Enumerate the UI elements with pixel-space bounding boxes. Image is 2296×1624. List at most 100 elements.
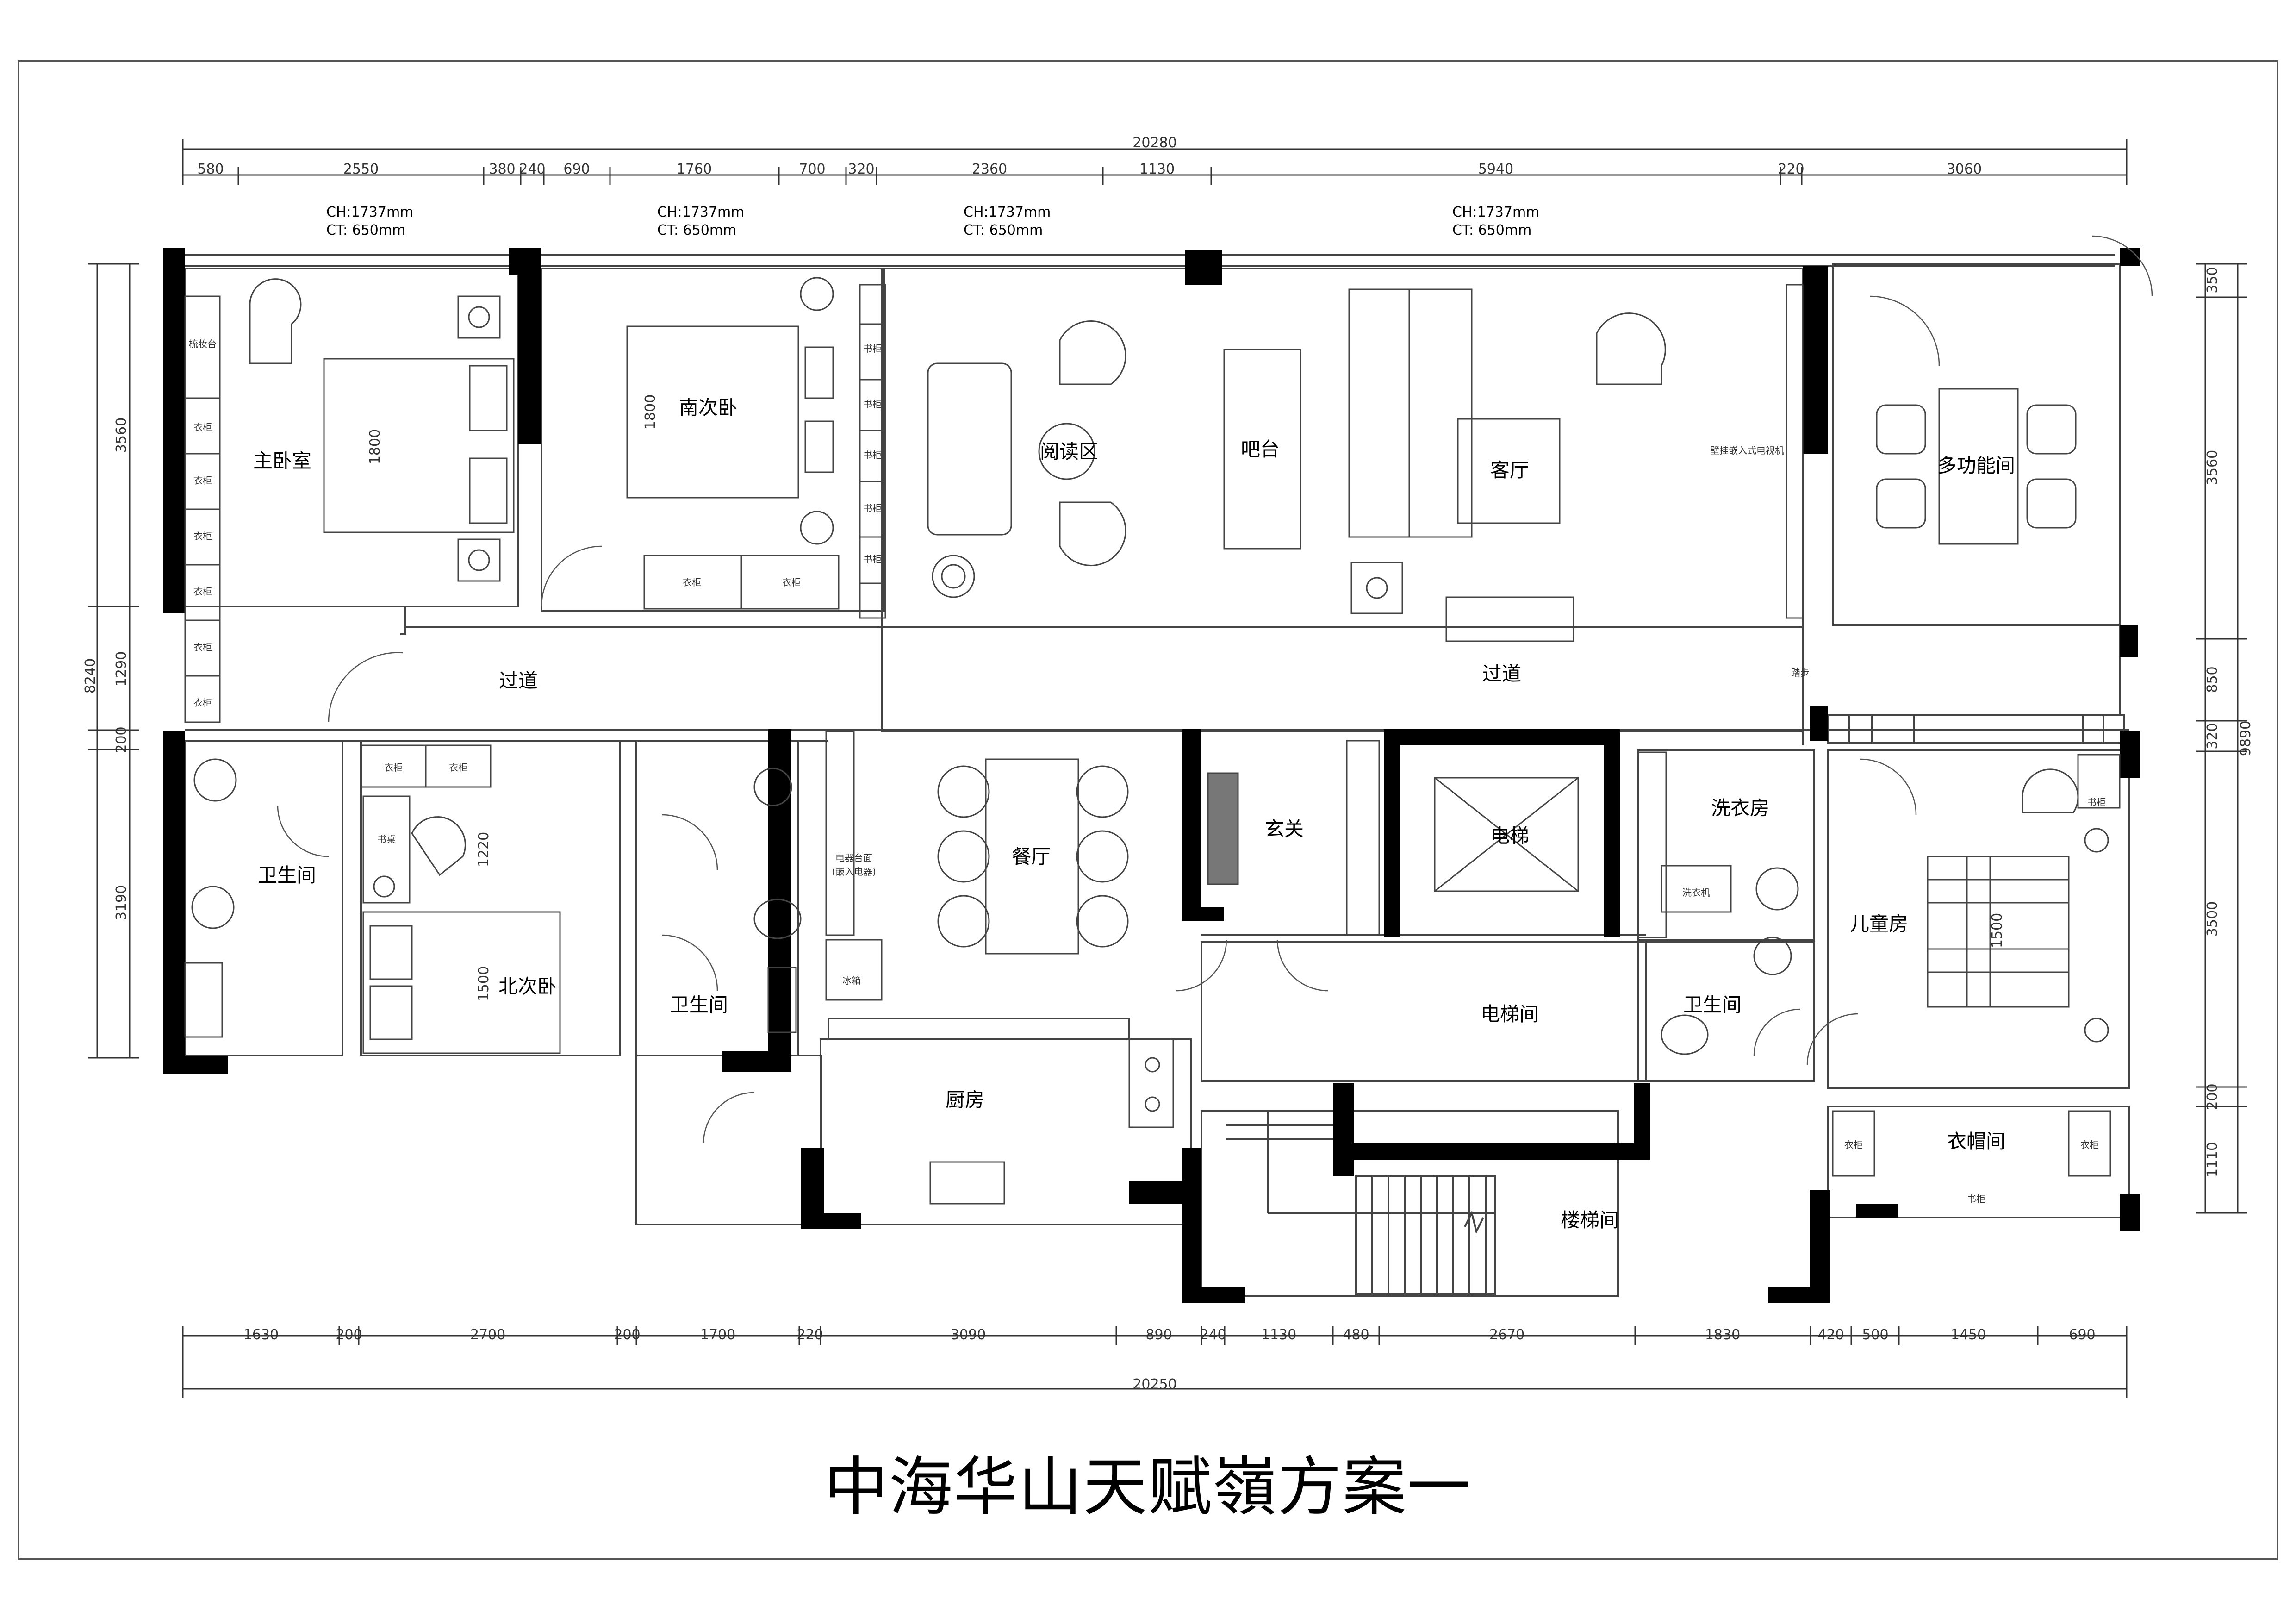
dim-left-2: 200 (113, 726, 130, 753)
room-cloak: 衣帽间 (1947, 1130, 2005, 1153)
ceiling-ct-0: CT: 650mm (326, 222, 405, 238)
bed-dim-master: 1800 (367, 429, 383, 464)
label-book-7: 书柜 (1967, 1193, 1985, 1205)
dim-bottom-15: 1450 (1951, 1327, 1986, 1343)
room-multi: 多功能间 (1937, 454, 2015, 477)
structural-walls (163, 248, 2140, 1303)
label-book-4: 书柜 (863, 503, 882, 514)
desk-dim-north: 1220 (476, 832, 492, 867)
room-living: 客厅 (1490, 459, 1529, 481)
label-book-5: 书柜 (863, 554, 882, 565)
master-bed (323, 358, 515, 533)
bed-dim-kids: 1500 (1989, 913, 2005, 948)
label-washer: 洗衣机 (1682, 887, 1710, 898)
label-wardrobe-9: 衣柜 (384, 762, 403, 773)
label-vanity: 梳妆台 (189, 338, 217, 350)
furniture-labels: 梳妆台 衣柜 衣柜 衣柜 衣柜 衣柜 衣柜 衣柜 衣柜 书柜 书柜 书柜 书柜 … (189, 338, 2106, 1205)
dining-table (985, 758, 1079, 955)
room-bar: 吧台 (1241, 438, 1280, 461)
dim-bottom-12: 1830 (1705, 1327, 1740, 1343)
kids-bed (1927, 856, 2070, 1008)
furniture (184, 277, 2109, 1205)
room-bath-mid: 卫生间 (670, 993, 728, 1016)
room-corridor-left: 过道 (499, 669, 538, 692)
dim-bottom-1: 200 (336, 1327, 362, 1343)
dim-bottom-0: 1630 (243, 1327, 279, 1343)
room-labels: 主卧室 南次卧 阅读区 吧台 客厅 多功能间 过道 过道 卫生间 北次卧 卫生间… (253, 396, 2015, 1231)
room-dining: 餐厅 (1012, 845, 1051, 868)
label-wardrobe-3: 衣柜 (193, 531, 212, 542)
dim-top-2: 380 (489, 161, 515, 177)
ceiling-ch-1: CH:1737mm (657, 204, 744, 220)
dimension-ticks (88, 139, 2247, 1398)
room-kitchen: 厨房 (946, 1088, 984, 1111)
room-elevator-hall: 电梯间 (1481, 1003, 1539, 1025)
dim-left-3: 3190 (113, 885, 130, 920)
room-master: 主卧室 (253, 450, 311, 472)
dim-right-3: 320 (2204, 723, 2221, 749)
label-wardrobe-1: 衣柜 (193, 422, 212, 433)
dimension-lines (96, 148, 2239, 1390)
label-wardrobe-4: 衣柜 (193, 586, 212, 597)
label-book-2: 书柜 (863, 399, 882, 410)
ceiling-ch-0: CH:1737mm (326, 204, 413, 220)
dim-left-0: 3560 (113, 418, 130, 453)
label-appliance: 电器台面 (835, 852, 872, 863)
label-wardrobe-7: 衣柜 (683, 577, 701, 588)
room-north-bed: 北次卧 (498, 975, 557, 998)
ceiling-notes: CH:1737mm CT: 650mm CH:1737mm CT: 650mm … (326, 204, 1539, 238)
label-appliance-2: (嵌入电器) (832, 866, 876, 877)
sofa-reading (927, 362, 1012, 536)
door-swings (277, 235, 2153, 1144)
ceiling-ct-1: CT: 650mm (657, 222, 736, 238)
dimension-labels: 20280 580 2550 380 240 690 1760 700 320 … (197, 135, 2095, 1393)
dim-top-9: 1130 (1139, 161, 1175, 177)
dim-right-1: 3560 (2204, 450, 2221, 485)
dim-top-4: 690 (563, 161, 590, 177)
north-bed (362, 911, 561, 1054)
room-reading: 阅读区 (1040, 440, 1098, 463)
label-shoe: 踏步 (1791, 667, 1810, 678)
label-wardrobe-11: 衣柜 (1844, 1139, 1863, 1150)
dim-top-1: 2550 (343, 161, 379, 177)
multi-table (1938, 388, 2019, 545)
dim-top-10: 5940 (1478, 161, 1513, 177)
dim-bottom-3: 200 (614, 1327, 640, 1343)
interior-walls (184, 254, 2130, 1297)
dim-left-1: 1290 (113, 651, 130, 687)
label-book-6: 书柜 (2087, 797, 2106, 808)
ceiling-ct-2: CT: 650mm (964, 222, 1043, 238)
room-corridor-right: 过道 (1482, 662, 1521, 685)
dim-bottom-10: 480 (1343, 1327, 1369, 1343)
room-south-bed: 南次卧 (679, 396, 737, 419)
label-wardrobe-6: 衣柜 (193, 697, 212, 708)
dim-top-11: 220 (1778, 161, 1804, 177)
dim-top-total: 20280 (1132, 135, 1176, 151)
dim-bottom-total: 20250 (1132, 1376, 1176, 1393)
bed-dim-south: 1800 (642, 394, 659, 430)
label-wardrobe-5: 衣柜 (193, 642, 212, 653)
label-wardrobe-2: 衣柜 (193, 475, 212, 486)
dim-bottom-4: 1700 (700, 1327, 735, 1343)
dim-bottom-2: 2700 (470, 1327, 505, 1343)
drawing-frame (18, 60, 2278, 1560)
dim-top-3: 240 (519, 161, 545, 177)
dim-bottom-5: 220 (796, 1327, 823, 1343)
dim-right-5: 200 (2204, 1083, 2221, 1110)
dim-right-6: 1110 (2204, 1142, 2221, 1177)
dim-bottom-14: 500 (1862, 1327, 1888, 1343)
label-book-3: 书柜 (863, 450, 882, 461)
dim-right-4: 3500 (2204, 901, 2221, 937)
ceiling-ct-3: CT: 650mm (1452, 222, 1531, 238)
dim-right-2: 850 (2204, 666, 2221, 693)
dim-bottom-9: 1130 (1261, 1327, 1296, 1343)
room-foyer: 玄关 (1265, 818, 1304, 840)
dim-right-0: 350 (2204, 267, 2221, 293)
elevator-cab (1434, 777, 1579, 892)
bed-dim-north: 1500 (476, 966, 492, 1001)
dim-top-0: 580 (197, 161, 224, 177)
room-elevator: 电梯 (1490, 824, 1529, 847)
dim-right-total: 9890 (2238, 721, 2254, 756)
label-book-1: 书柜 (863, 343, 882, 354)
